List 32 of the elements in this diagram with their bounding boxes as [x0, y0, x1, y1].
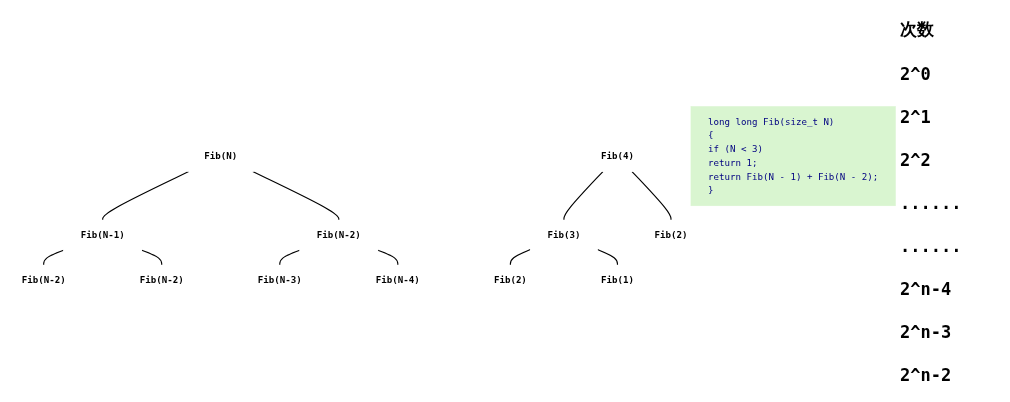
node-text: Fib(N-2) — [139, 274, 184, 286]
level-label: 2^1 — [900, 106, 932, 127]
connector — [509, 248, 531, 266]
connector — [596, 248, 619, 266]
node-text: Fib(4) — [600, 150, 634, 162]
level-label: ...... — [900, 235, 963, 256]
connector — [252, 170, 340, 221]
node-text: Fib(N-4) — [375, 274, 420, 286]
node-text: Fib(3) — [547, 229, 581, 241]
node-box: long long Fib(size_t N) { if (N < 3) return 1; return Fib(N - 1) + Fib(N - 2); } — [690, 106, 896, 206]
connector — [563, 170, 604, 221]
node-text: Fib(1) — [600, 274, 634, 286]
node-text: Fib(N-2) — [316, 229, 361, 241]
node-text: Fib(N-3) — [257, 274, 302, 286]
connector — [631, 170, 672, 221]
connector — [279, 249, 301, 266]
node-text: Fib(N) — [204, 150, 238, 162]
level-label: ...... — [900, 192, 963, 213]
level-label: 2^0 — [900, 63, 932, 84]
level-label: 2^2 — [900, 149, 932, 170]
connector — [102, 170, 190, 221]
level-label: 2^n-2 — [900, 364, 953, 385]
level-label: 次数 — [900, 17, 935, 41]
connector — [377, 249, 399, 266]
node-text: Fib(N-2) — [21, 274, 66, 286]
node-text: Fib(2) — [493, 274, 527, 286]
node-text: Fib(N-1) — [80, 229, 125, 241]
connector — [141, 249, 163, 266]
connector — [43, 249, 65, 266]
level-label: 2^n-3 — [900, 321, 953, 342]
level-label: 2^n-4 — [900, 278, 953, 299]
node-text: Fib(2) — [654, 229, 688, 241]
